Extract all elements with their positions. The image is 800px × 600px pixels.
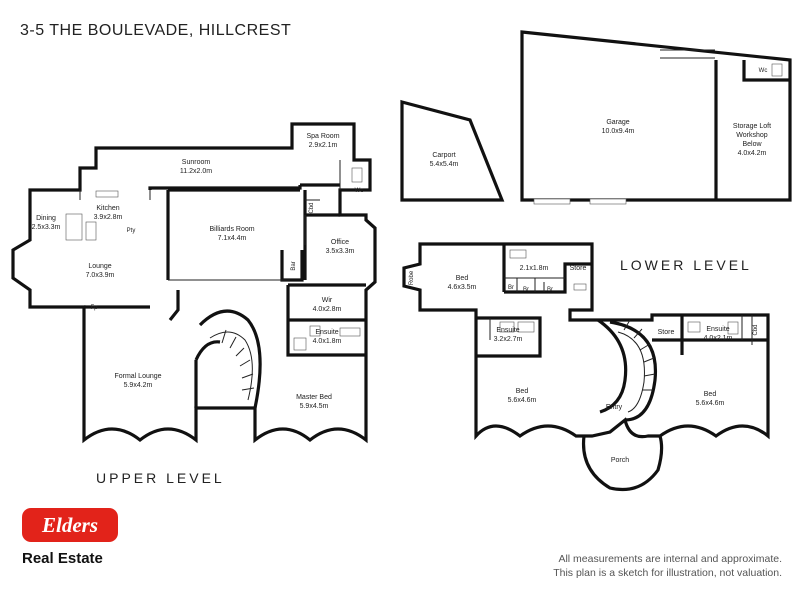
- carport-outline: [400, 99, 505, 202]
- elders-logo-text: Elders: [41, 513, 98, 537]
- room-bar: Bar: [291, 261, 297, 270]
- room-entry: Entry: [606, 404, 623, 411]
- room-garage-size: 10.0x9.4m: [602, 128, 635, 135]
- room-wir-size: 4.0x2.8m: [313, 306, 342, 313]
- room-loft: Storage Loft: [733, 123, 771, 130]
- room-br-1: Br: [508, 285, 514, 291]
- room-ensuite-lower-2-size: 4.0x2.1m: [704, 335, 733, 342]
- room-workshop: Workshop: [736, 132, 767, 139]
- room-ensuite-lower-2: Ensuite: [706, 326, 729, 333]
- room-store-2: Store: [658, 329, 675, 336]
- room-sunroom: Sunroom: [182, 159, 211, 166]
- room-ensuite-lower-1-size: 3.2x2.7m: [494, 336, 523, 343]
- room-loft-size: 4.0x4.2m: [738, 150, 767, 157]
- room-2x1: 2.1x1.8m: [520, 265, 549, 272]
- room-below: Below: [742, 141, 762, 148]
- room-porch: Porch: [611, 457, 629, 464]
- room-dining-size: 2.5x3.3m: [32, 224, 61, 231]
- disclaimer: All measurements are internal and approx…: [553, 552, 782, 580]
- room-br-2: Br: [523, 287, 529, 293]
- room-ensuite-upper: Ensuite: [315, 329, 338, 336]
- room-robe: Robe: [409, 270, 415, 285]
- lower-level-plan: [402, 242, 770, 492]
- room-spa-size: 2.9x2.1m: [309, 142, 338, 149]
- room-bed-1: Bed: [456, 275, 469, 282]
- room-billiards: Billiards Room: [209, 226, 254, 233]
- room-bed-2-size: 5.6x4.6m: [508, 397, 537, 404]
- room-garage: Garage: [606, 119, 629, 126]
- room-cbd-lower: Cbd: [753, 324, 759, 335]
- upper-level-label: UPPER LEVEL: [96, 470, 225, 486]
- room-master-size: 5.9x4.5m: [300, 403, 329, 410]
- room-formal: Formal Lounge: [114, 373, 161, 380]
- room-kitchen-size: 3.9x2.8m: [94, 214, 123, 221]
- room-bed-1-size: 4.6x3.5m: [448, 284, 477, 291]
- room-master: Master Bed: [296, 394, 332, 401]
- room-formal-size: 5.9x4.2m: [124, 382, 153, 389]
- room-spa: Spa Room: [306, 133, 339, 140]
- room-office: Office: [331, 239, 349, 246]
- room-ensuite-upper-size: 4.0x1.8m: [313, 338, 342, 345]
- brand-name: Real Estate: [22, 550, 103, 567]
- room-store-1: Store: [570, 265, 587, 272]
- room-wir: Wir: [322, 297, 333, 304]
- room-office-size: 3.5x3.3m: [326, 248, 355, 255]
- room-br-3: Br: [547, 287, 553, 293]
- room-bed-3-size: 5.6x4.6m: [696, 400, 725, 407]
- room-bed-2: Bed: [516, 388, 529, 395]
- room-lounge-size: 7.0x3.9m: [86, 272, 115, 279]
- disclaimer-line-2: This plan is a sketch for illustration, …: [553, 567, 782, 579]
- elders-logo: Elders: [22, 508, 118, 542]
- plan-title: 3-5 THE BOULEVADE, HILLCREST: [20, 22, 292, 39]
- upper-level-plan: [11, 122, 377, 444]
- room-billiards-size: 7.1x4.4m: [218, 235, 247, 242]
- elders-logo-badge: [22, 508, 118, 542]
- garage-outline: [520, 30, 792, 202]
- room-sunroom-size: 11.2x2.0m: [180, 168, 212, 175]
- room-carport-size: 5.4x5.4m: [430, 161, 459, 168]
- outbuildings-plan: [400, 30, 792, 205]
- room-cbd-upper: Cbd: [309, 202, 315, 213]
- room-bed-3: Bed: [704, 391, 717, 398]
- disclaimer-line-1: All measurements are internal and approx…: [558, 553, 782, 565]
- room-wc-upper: Wc: [355, 188, 364, 194]
- room-dining: Dining: [36, 215, 56, 222]
- room-wc-garage: Wc: [759, 68, 768, 74]
- room-kitchen: Kitchen: [96, 205, 119, 212]
- room-fp: Fp: [90, 305, 98, 311]
- room-ensuite-lower-1: Ensuite: [496, 327, 519, 334]
- lower-level-label: LOWER LEVEL: [620, 257, 752, 273]
- room-carport: Carport: [432, 152, 455, 159]
- room-lounge: Lounge: [88, 263, 111, 270]
- room-pty: Pty: [127, 228, 136, 234]
